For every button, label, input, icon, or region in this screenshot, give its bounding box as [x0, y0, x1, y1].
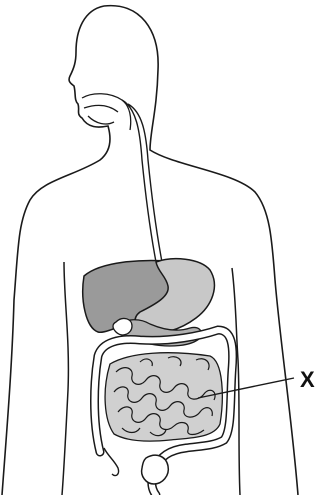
- rectum: [142, 455, 169, 484]
- left-arm-line: [62, 262, 68, 495]
- appendix: [104, 448, 119, 476]
- oesophagus: [122, 100, 162, 262]
- label-x: X: [300, 369, 315, 391]
